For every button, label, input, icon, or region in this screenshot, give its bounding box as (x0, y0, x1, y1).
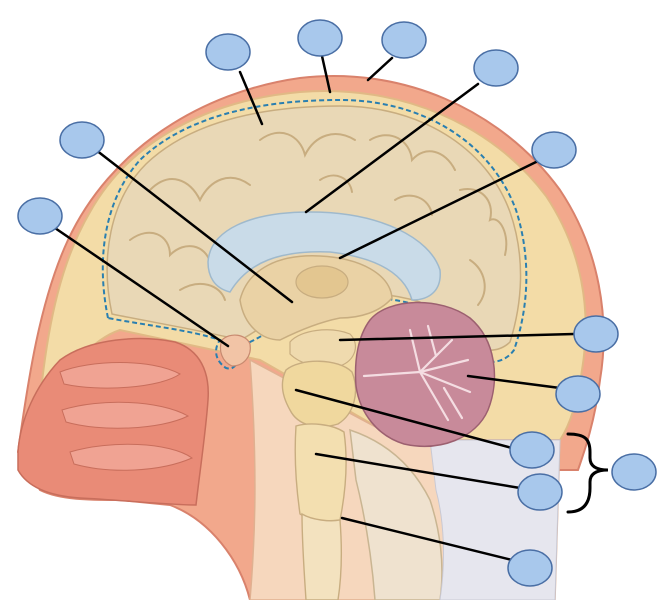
spinal-cord (301, 512, 343, 600)
label-bubble-9[interactable] (555, 375, 601, 413)
label-bubble-3[interactable] (381, 21, 427, 59)
pons (281, 360, 357, 428)
label-bubble-11[interactable] (517, 473, 563, 511)
nasal-concha-middle (61, 401, 190, 429)
nasal-concha-lower (69, 443, 194, 471)
label-bubble-4[interactable] (473, 49, 519, 87)
label-bubble-10[interactable] (509, 431, 555, 469)
label-bubble-6[interactable] (59, 121, 105, 159)
pituitary-region (219, 334, 251, 367)
corpus-callosum-ventricle (207, 211, 441, 301)
label-bubble-8[interactable] (573, 315, 619, 353)
label-bubble-12[interactable] (611, 453, 657, 491)
vertebral-column (349, 428, 443, 600)
label-bubble-5[interactable] (531, 131, 577, 169)
label-bubble-7[interactable] (17, 197, 63, 235)
thalamus (295, 265, 349, 299)
cerebral-gyri (129, 131, 508, 306)
label-bubble-2[interactable] (297, 19, 343, 57)
leader-lines (50, 54, 576, 562)
label-bubble-13[interactable] (507, 549, 553, 587)
medulla-oblongata (294, 423, 347, 522)
label-bubbles[interactable] (17, 19, 657, 587)
grouping-brace (566, 432, 609, 514)
nasal-concha-upper (59, 362, 181, 389)
label-bubble-1[interactable] (205, 33, 251, 71)
